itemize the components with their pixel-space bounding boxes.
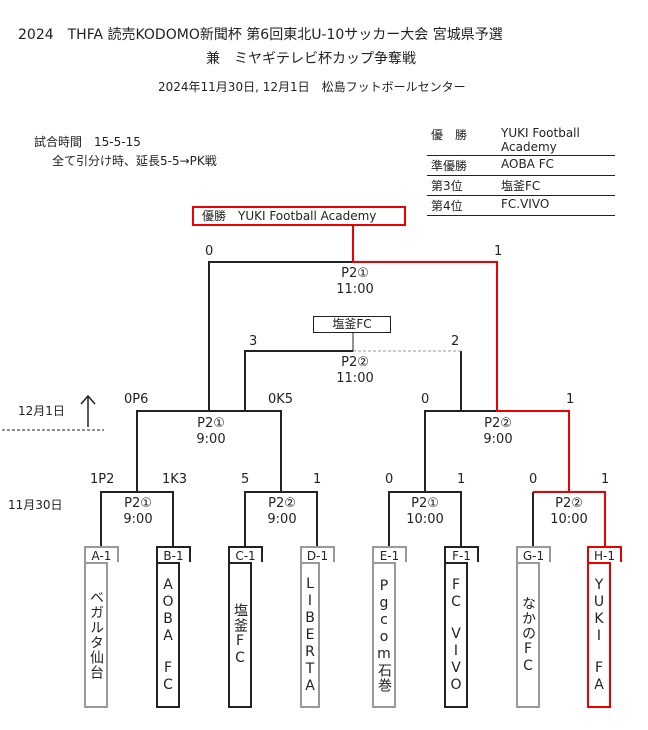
rank-label: 第3位 bbox=[427, 175, 497, 196]
team-slot: E-1 Pgcom石巻 bbox=[372, 546, 407, 708]
match-label: P2② bbox=[484, 416, 512, 431]
final-right-score: 1 bbox=[494, 244, 503, 259]
match-time: 10:00 bbox=[550, 512, 588, 527]
team-name: AOBA FC bbox=[156, 562, 180, 708]
rank-label: 第4位 bbox=[427, 195, 497, 216]
sf1-left-score: 0P6 bbox=[124, 392, 149, 407]
match-time: 9:00 bbox=[483, 432, 513, 447]
sf1-right-score: 0K5 bbox=[268, 392, 294, 407]
standing-row: 第4位 FC.VIVO bbox=[427, 195, 615, 216]
team-name: ベガルタ仙台 bbox=[84, 562, 108, 708]
winner-path bbox=[352, 226, 606, 562]
rank-label: 準優勝 bbox=[427, 155, 497, 176]
bracket-line-final-left bbox=[208, 261, 353, 411]
team-name: FC VIVO bbox=[444, 562, 468, 708]
match-label: P2② bbox=[555, 496, 583, 511]
standing-row: 優 勝 YUKI Football Academy bbox=[427, 125, 615, 156]
team-code: D-1 bbox=[300, 546, 335, 563]
team-slot: A-1 ベガルタ仙台 bbox=[84, 546, 119, 708]
standing-row: 第3位 塩釜FC bbox=[427, 175, 615, 196]
team-name: YUKI FA bbox=[587, 562, 611, 708]
r3-right-score: 1 bbox=[457, 472, 466, 487]
team-slot: B-1 AOBA FC bbox=[156, 546, 191, 708]
rank-label: 優 勝 bbox=[427, 125, 497, 156]
team-code: E-1 bbox=[372, 546, 407, 563]
r2-right-score: 1 bbox=[313, 472, 322, 487]
team-code: A-1 bbox=[84, 546, 119, 563]
team-slot: G-1 なかのFC bbox=[516, 546, 551, 708]
third-left-score: 3 bbox=[249, 334, 258, 349]
tournament-subtitle: 兼 ミヤギテレビ杯カップ争奪戦 bbox=[206, 51, 416, 67]
match-time-rule: 試合時間 15-5-15 bbox=[34, 135, 141, 149]
r1-right-score: 1K3 bbox=[162, 472, 188, 487]
match-time: 11:00 bbox=[336, 371, 374, 386]
sf2-left-score: 0 bbox=[421, 392, 430, 407]
match-label: P2① bbox=[411, 496, 439, 511]
team-name: AOBA FC bbox=[497, 155, 615, 176]
team-code: H-1 bbox=[587, 546, 622, 563]
tiebreak-rule: 全て引分け時、延長5-5→PK戦 bbox=[52, 154, 217, 168]
sf2-right-score: 1 bbox=[566, 392, 575, 407]
r4-match-info: P2② 10:00 bbox=[547, 496, 591, 528]
match-label: P2① bbox=[124, 496, 152, 511]
match-label: P2② bbox=[268, 496, 296, 511]
bracket-line-sf2 bbox=[424, 410, 497, 492]
team-name: 塩釜FC bbox=[497, 175, 615, 196]
team-slot: F-1 FC VIVO bbox=[444, 546, 479, 708]
team-name: なかのFC bbox=[516, 562, 540, 708]
team-slot: C-1 塩釜FC bbox=[228, 546, 263, 708]
match-label: P2② bbox=[341, 355, 369, 370]
tournament-title: 2024 THFA 読売KODOMO新聞杯 第6回東北U-10サッカー大会 宮城… bbox=[18, 27, 503, 43]
team-code: F-1 bbox=[444, 546, 479, 563]
third-match-info: P2② 11:00 bbox=[333, 355, 377, 387]
champion-label: 優勝 YUKI Football Academy bbox=[192, 206, 406, 226]
final-left-score: 0 bbox=[205, 244, 214, 259]
final-match-info: P2① 11:00 bbox=[333, 266, 377, 298]
team-code: B-1 bbox=[156, 546, 191, 563]
third-place-winner: 塩釜FC bbox=[313, 316, 391, 333]
r4-left-score: 0 bbox=[529, 472, 538, 487]
r2-match-info: P2② 9:00 bbox=[260, 496, 304, 528]
date-venue: 2024年11月30日, 12月1日 松島フットボールセンター bbox=[158, 80, 466, 94]
r2-left-score: 5 bbox=[241, 472, 250, 487]
match-time: 9:00 bbox=[267, 512, 297, 527]
team-name: LIBERTA bbox=[300, 562, 320, 708]
team-name: YUKI Football Academy bbox=[497, 125, 615, 156]
r1-match-info: P2① 9:00 bbox=[116, 496, 160, 528]
team-slot: D-1 LIBERTA bbox=[300, 546, 335, 708]
team-code: C-1 bbox=[228, 546, 263, 563]
match-time: 11:00 bbox=[336, 282, 374, 297]
day1-label: 11月30日 bbox=[8, 498, 63, 512]
final-standings-table: 優 勝 YUKI Football Academy 準優勝 AOBA FC 第3… bbox=[427, 125, 615, 216]
match-time: 9:00 bbox=[123, 512, 153, 527]
match-time: 10:00 bbox=[406, 512, 444, 527]
match-label: P2① bbox=[197, 416, 225, 431]
team-name: 塩釜FC bbox=[228, 562, 252, 708]
up-arrow-icon bbox=[80, 394, 96, 427]
match-time: 9:00 bbox=[196, 432, 226, 447]
third-right-score: 2 bbox=[451, 334, 460, 349]
bracket-line-third bbox=[244, 350, 353, 411]
sf1-match-info: P2① 9:00 bbox=[189, 416, 233, 448]
match-label: P2① bbox=[341, 266, 369, 281]
r1-left-score: 1P2 bbox=[90, 472, 115, 487]
team-slot: H-1 YUKI FA bbox=[587, 546, 622, 708]
r3-match-info: P2① 10:00 bbox=[403, 496, 447, 528]
sf2-match-info: P2② 9:00 bbox=[476, 416, 520, 448]
team-name: FC.VIVO bbox=[497, 195, 615, 216]
standing-row: 準優勝 AOBA FC bbox=[427, 155, 615, 176]
day2-label: 12月1日 bbox=[18, 404, 65, 418]
team-name: Pgcom石巻 bbox=[372, 562, 396, 708]
team-code: G-1 bbox=[516, 546, 551, 563]
r3-left-score: 0 bbox=[385, 472, 394, 487]
r4-right-score: 1 bbox=[601, 472, 610, 487]
